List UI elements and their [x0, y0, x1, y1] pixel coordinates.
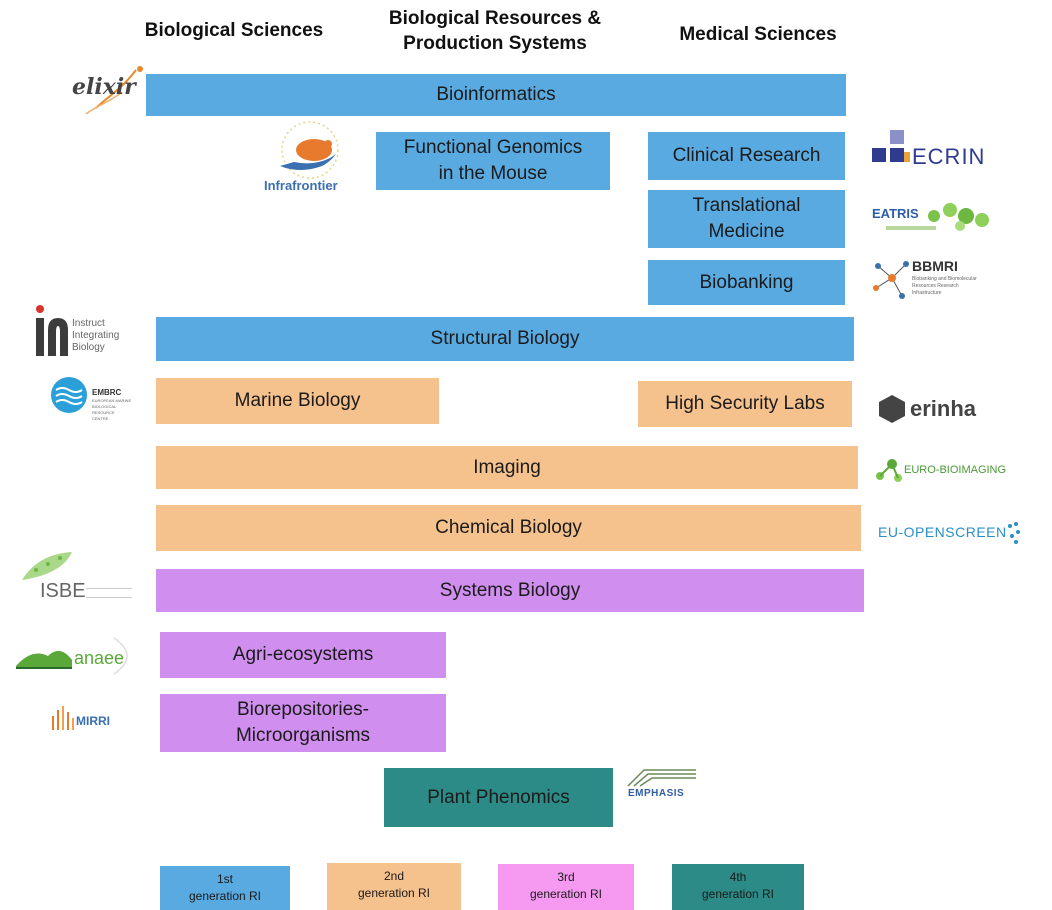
- elixir-logo: elixir: [66, 62, 150, 118]
- box-label: Systems Biology: [439, 579, 581, 601]
- box-label: Clinical Research: [672, 145, 821, 166]
- euro-bioimaging-molecule-icon: [876, 459, 902, 482]
- box-translational-medicine: Translational Medicine: [648, 190, 845, 248]
- box-marine-biology: Marine Biology: [156, 378, 439, 424]
- legend-label: 4th generation RI: [701, 870, 775, 901]
- anaee-text: anaee: [74, 648, 125, 668]
- elixir-text: elixir: [72, 74, 136, 100]
- box-label: Bioinformatics: [436, 84, 556, 105]
- box-label: Plant Phenomics: [427, 786, 570, 808]
- eatris-molecule-icon: [928, 203, 989, 231]
- ecrin-logo: ECRIN: [872, 130, 988, 174]
- box-structural-biology: Structural Biology: [156, 317, 854, 361]
- column-header-biological-sciences: Biological Sciences: [144, 20, 324, 41]
- infrafrontier-text: Infrafrontier: [264, 178, 338, 193]
- instruct-line2: Integrating: [72, 330, 120, 341]
- column-header-medical-sciences: Medical Sciences: [679, 24, 837, 45]
- legend-label: 3rd generation RI: [529, 870, 603, 901]
- box-plant-phenomics: Plant Phenomics: [384, 768, 613, 827]
- isbe-logo: ISBE: [18, 550, 140, 606]
- erinha-logo: erinha: [878, 394, 998, 426]
- legend-item-2nd-gen: 2nd generation RI: [327, 863, 461, 910]
- bbmri-logo: BBMRI Biobanking and Biomolecular Resour…: [872, 256, 988, 312]
- ecrin-squares-icon: [872, 130, 910, 162]
- bbmri-subtext: Biobanking and Biomolecular Resources Re…: [912, 276, 977, 296]
- legend-item-1st-gen: 1st generation RI: [160, 866, 290, 910]
- anaee-landscape-icon: [16, 650, 72, 669]
- eatris-text: EATRIS: [872, 206, 919, 221]
- eu-openscreen-logo: EU-OPENSCREEN: [878, 520, 1028, 550]
- box-label: Agri-ecosystems: [232, 644, 374, 665]
- box-clinical-research: Clinical Research: [648, 132, 845, 180]
- euro-bioimaging-text: EURO-BIOIMAGING: [904, 464, 1007, 476]
- instruct-line3: Biology: [72, 342, 105, 353]
- instruct-line1: Instruct: [72, 318, 105, 329]
- box-label: Structural Biology: [430, 328, 580, 349]
- legend-label: 2nd generation RI: [357, 869, 431, 900]
- euro-bioimaging-logo: EURO-BIOIMAGING: [874, 454, 1050, 488]
- box-biobanking: Biobanking: [648, 260, 845, 305]
- instruct-logo: Instruct Integrating Biology: [34, 304, 146, 362]
- ecrin-text: ECRIN: [912, 144, 986, 169]
- box-high-security-labs: High Security Labs: [638, 381, 852, 427]
- embrc-logo: EMBRC EUROPEAN MARINE BIOLOGICAL RESOURC…: [50, 374, 146, 442]
- eatris-logo: EATRIS: [872, 200, 996, 240]
- erinha-text: erinha: [910, 396, 977, 421]
- box-label: Biorepositories- Microorganisms: [235, 699, 371, 746]
- box-biorepositories: Biorepositories- Microorganisms: [160, 694, 446, 752]
- box-label: Marine Biology: [234, 390, 361, 411]
- box-agri-ecosystems: Agri-ecosystems: [160, 632, 446, 678]
- instruct-glyph-icon: [36, 305, 68, 356]
- mouse-hand-icon: [280, 121, 339, 179]
- emphasis-field-icon: [627, 769, 696, 787]
- instruct-text: Instruct Integrating Biology: [72, 318, 119, 354]
- isbe-text: ISBE: [40, 580, 86, 602]
- box-label: Imaging: [473, 456, 541, 478]
- box-label: Functional Genomics in the Mouse: [403, 137, 583, 184]
- eu-openscreen-dots-icon: [1008, 522, 1020, 544]
- box-label: Translational Medicine: [692, 195, 801, 242]
- box-chemical-biology: Chemical Biology: [156, 505, 861, 551]
- box-functional-genomics: Functional Genomics in the Mouse: [376, 132, 610, 190]
- box-label: Biobanking: [699, 271, 794, 293]
- box-label: High Security Labs: [665, 393, 825, 414]
- legend-item-3rd-gen: 3rd generation RI: [498, 864, 634, 910]
- box-bioinformatics: Bioinformatics: [146, 74, 846, 116]
- anaee-arc-icon: [113, 637, 128, 675]
- erinha-hexagon-icon: [879, 395, 905, 423]
- emphasis-text: EMPHASIS: [628, 788, 685, 799]
- legend-label: 1st generation RI: [188, 872, 262, 903]
- isbe-tagline: [86, 588, 132, 598]
- box-systems-biology: Systems Biology: [156, 569, 864, 612]
- box-imaging: Imaging: [156, 446, 858, 489]
- isbe-leaf-icon: [22, 552, 72, 580]
- embrc-wave-icon: [51, 377, 87, 413]
- embrc-subtext: EUROPEAN MARINE BIOLOGICAL RESOURCE CENT…: [92, 398, 132, 421]
- eatris-underline: [886, 226, 936, 230]
- bbmri-text: BBMRI: [912, 258, 958, 274]
- legend-item-4th-gen: 4th generation RI: [672, 864, 804, 910]
- embrc-text: EMBRC: [92, 388, 122, 397]
- mirri-bars-icon: [52, 706, 74, 730]
- infrafrontier-logo: Infrafrontier: [260, 118, 360, 198]
- column-header-biological-resources: Biological Resources & Production System…: [388, 8, 602, 54]
- box-label: Chemical Biology: [435, 517, 582, 538]
- eu-openscreen-text: EU-OPENSCREEN: [878, 524, 1007, 540]
- bbmri-network-icon: [873, 261, 909, 299]
- mirri-logo: MIRRI: [50, 700, 120, 742]
- anaee-logo: anaee: [14, 636, 144, 678]
- mirri-text: MIRRI: [76, 714, 110, 728]
- elixir-swirl-icon: [85, 66, 143, 115]
- emphasis-logo: EMPHASIS: [624, 766, 704, 808]
